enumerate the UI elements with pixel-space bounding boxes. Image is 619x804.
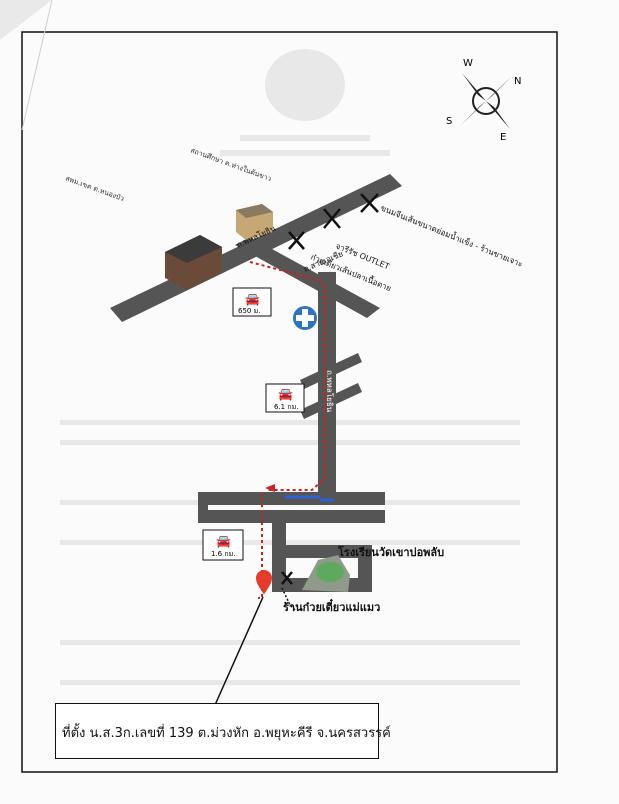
distance-label-3: 1.6 กม. bbox=[211, 550, 235, 558]
label-dessert-shop: ขนมจีนเส้นขนาดย่อมน้ำแข็ง - ร้านขายเจาะ bbox=[379, 202, 524, 269]
cross-road bbox=[235, 237, 380, 318]
lower-road-end bbox=[198, 492, 208, 523]
route-arrow-icon bbox=[265, 484, 275, 492]
cross-bar-2 bbox=[300, 383, 362, 419]
document-frame bbox=[21, 31, 558, 773]
south-road bbox=[318, 272, 336, 505]
car-icon: 🚘 bbox=[216, 534, 231, 548]
address-caption-box: ที่ตั้ง น.ส.3ก.เลขที่ 139 ต.ม่วงหัก อ.พย… bbox=[55, 703, 391, 759]
compass-e: E bbox=[500, 132, 506, 143]
fork-knife-icon bbox=[323, 208, 341, 229]
paper-fold-line bbox=[21, 0, 53, 131]
fork-knife-icon bbox=[360, 193, 379, 213]
school-road-right bbox=[358, 545, 372, 592]
route-line-end bbox=[258, 492, 263, 599]
road-label-south: ถ.พหลโยธิน bbox=[325, 370, 335, 413]
compass-n: N bbox=[514, 76, 521, 87]
label-school-left: สพม.เขต ต.หนองบัว bbox=[64, 174, 125, 203]
fork-knife-icon bbox=[281, 571, 293, 585]
mountain-school-icon bbox=[302, 555, 350, 592]
route-line bbox=[249, 261, 326, 491]
compass-ring-icon bbox=[472, 87, 500, 115]
label-noodle-bottom: ร้านก๋วยเตี๋ยวแม่แมว bbox=[283, 598, 380, 614]
pointer-line bbox=[214, 596, 264, 706]
school-road-top bbox=[272, 545, 372, 558]
paper-corner-shadow bbox=[0, 0, 52, 40]
compass: W N S E bbox=[446, 58, 521, 143]
cross-bar-1 bbox=[300, 353, 362, 389]
lower-road-2 bbox=[198, 510, 385, 523]
roads bbox=[110, 174, 402, 592]
label-school-destination: โรงเรียนวัดเขาบ่อพลับ bbox=[337, 545, 444, 559]
building-top-icon bbox=[236, 204, 273, 240]
fork-knife-icon bbox=[288, 231, 305, 250]
location-pin-icon bbox=[256, 570, 272, 595]
car-icon: 🚘 bbox=[245, 292, 260, 306]
building-left-icon bbox=[165, 235, 222, 290]
distance-label-1: 650 ม. bbox=[238, 307, 260, 315]
address-caption: ที่ตั้ง น.ส.3ก.เลขที่ 139 ต.ม่วงหัก อ.พย… bbox=[62, 726, 391, 741]
distance-label-2: 6.1 กม. bbox=[274, 403, 298, 411]
distance-callout-2: 🚘 6.1 กม. bbox=[265, 383, 305, 413]
compass-w: W bbox=[463, 58, 473, 69]
compass-s: S bbox=[446, 116, 452, 127]
hospital-icon bbox=[293, 306, 317, 330]
restaurant-icons bbox=[281, 193, 379, 585]
distance-callout-3: 🚘 1.6 กม. bbox=[202, 529, 244, 561]
distance-callout-1: 🚘 650 ม. bbox=[232, 287, 272, 317]
car-icon: 🚘 bbox=[278, 387, 293, 401]
